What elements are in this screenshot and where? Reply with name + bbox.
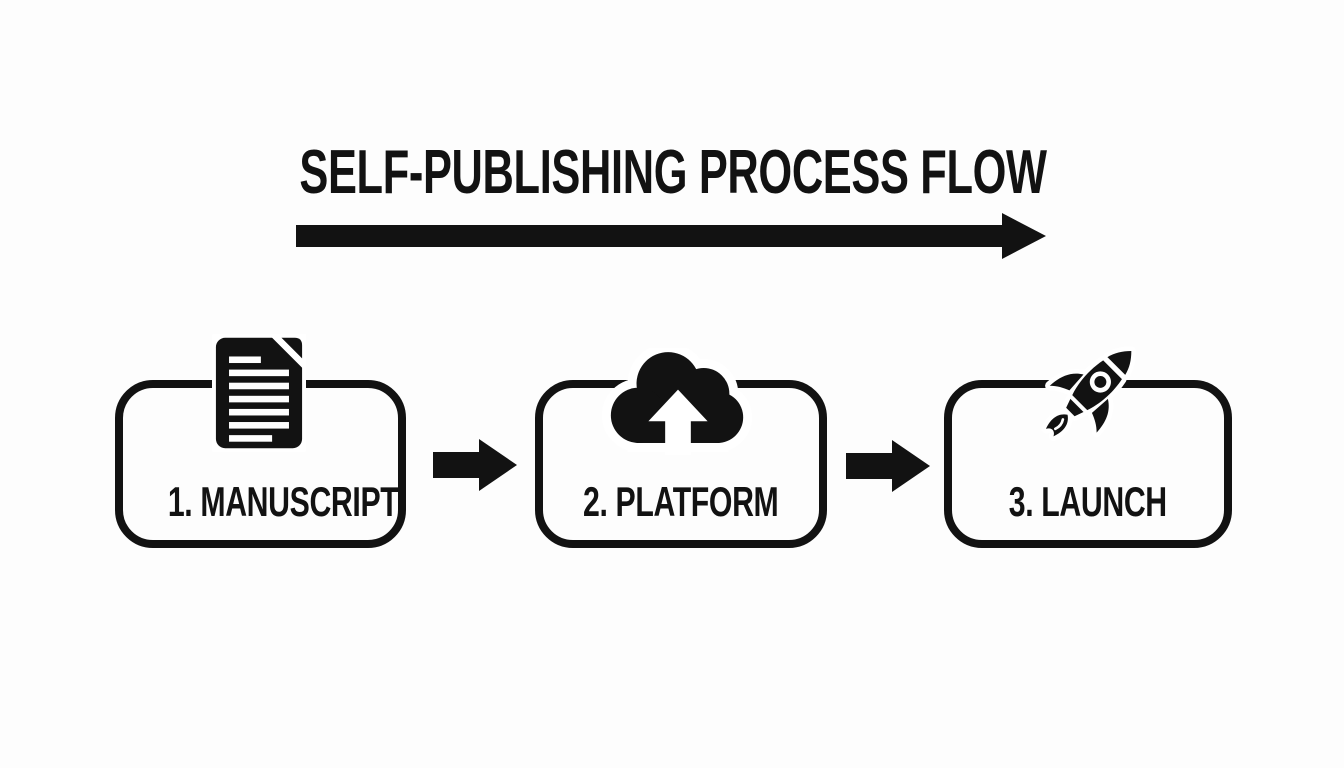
rocket-icon bbox=[1028, 329, 1154, 455]
arrow-right-icon bbox=[433, 439, 517, 491]
cloud-upload-icon bbox=[599, 348, 757, 457]
document-icon bbox=[212, 334, 306, 452]
step-label-platform: 2. PLATFORM bbox=[583, 478, 779, 525]
step-label-launch: 3. LAUNCH bbox=[1008, 478, 1168, 525]
diagram-title: SELF-PUBLISHING PROCESS FLOW bbox=[139, 142, 1207, 204]
diagram-title-text: SELF-PUBLISHING PROCESS FLOW bbox=[299, 138, 1047, 207]
step-label-manuscript: 1. MANUSCRIPT bbox=[167, 478, 399, 525]
flow-direction-arrow-icon bbox=[296, 213, 1046, 259]
arrow-right-icon bbox=[846, 440, 930, 492]
